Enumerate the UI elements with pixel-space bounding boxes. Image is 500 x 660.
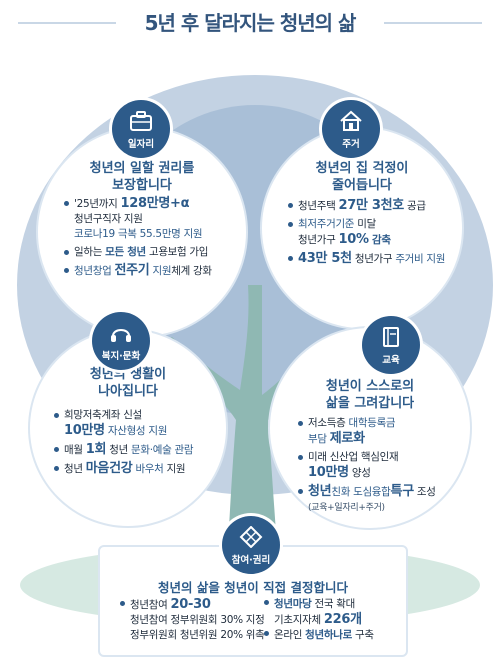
housing-badge: 주거 [322,100,380,158]
participation-left: 청년참여 20-30 청년참여 정부위원회 30% 지정 정부위원회 청년위원 … [120,597,270,643]
education-badge: 교육 [362,316,420,374]
diamond-grid-icon [239,526,263,548]
participation-right-bullet-2: 온라인 청년하나로 구축 [264,628,404,643]
house-icon [340,110,362,131]
education-bullet-1: 저소득층 대학등록금 부담 제로화 [298,416,468,447]
welfare-bullet-3: 청년 마음건강 바우처 지원 [54,461,220,477]
education-heading: 청년이 스스로의 삶을 그려갑니다 [325,379,415,411]
welfare-bullets: 희망저축계좌 신설 10만명 자산형성 지원 매월 1회 청년 문화·예술 관람… [54,408,220,480]
welfare-bullet-1: 희망저축계좌 신설 10만명 자산형성 지원 [54,408,220,439]
book-icon [383,327,399,347]
participation-right: 청년마당 전국 확대 기초지자체 226개 온라인 청년하나로 구축 [264,597,404,643]
education-bullets: 저소득층 대학등록금 부담 제로화 미래 신산업 핵심인재 10만명 양성 청년… [298,416,468,519]
work-bullet-3: 청년창업 전주기 지원체계 강화 [64,263,239,279]
education-bullet-3: 청년친화 도심융합특구 조성 (교육+일자리+주거) [298,484,468,516]
work-bubble: 청년의 일할 권리를 보장합니다 '25년까지 128만명+α 청년구직자 지원… [38,128,246,336]
title-rule-right [384,22,482,24]
work-heading: 청년의 일할 권리를 보장합니다 [89,161,195,193]
work-bullet-1: '25년까지 128만명+α 청년구직자 지원 코로나19 극복 55.5만명 … [64,196,239,242]
housing-bullets: 청년주택 27만 3천호 공급 최저주거기준 미달 청년가구 10% 감축 43… [288,198,456,270]
housing-bubble: 청년의 집 걱정이 줄어듭니다 청년주택 27만 3천호 공급 최저주거기준 미… [262,128,462,328]
housing-heading: 청년의 집 걱정이 줄어듭니다 [315,161,409,193]
title-rule-left [18,22,116,24]
participation-heading: 청년의 삶을 청년이 직접 결정합니다 [158,580,348,595]
work-bullet-2: 일하는 모든 청년 고용보험 가입 [64,245,239,260]
headphones-icon [111,329,131,342]
housing-bullet-3: 43만 5천 청년가구 주거비 지원 [288,251,456,267]
welfare-bullet-2: 매월 1회 청년 문화·예술 관람 [54,442,220,458]
participation-right-bullet-1: 청년마당 전국 확대 [264,597,404,612]
work-bullets: '25년까지 128만명+α 청년구직자 지원 코로나19 극복 55.5만명 … [64,196,239,282]
education-bullet-2: 미래 신산업 핵심인재 10만명 양성 [298,450,468,481]
work-badge: 일자리 [112,100,170,158]
participation-badge: 참여·권리 [222,516,280,574]
housing-bullet-1: 청년주택 27만 3천호 공급 [288,198,456,214]
page-title: 5년 후 달라지는 청년의 삶 [144,11,357,35]
housing-bullet-2: 최저주거기준 미달 청년가구 10% 감축 [288,217,456,248]
welfare-heading: 청년의 생활이 나아집니다 [89,367,167,399]
education-bubble: 청년이 스스로의 삶을 그려갑니다 저소득층 대학등록금 부담 제로화 미래 신… [270,328,470,528]
title-bar: 5년 후 달라지는 청년의 삶 [0,0,500,50]
participation-left-bullet: 청년참여 20-30 [120,597,270,613]
welfare-badge: 복지·문화 [92,312,150,370]
briefcase-icon [130,111,152,131]
